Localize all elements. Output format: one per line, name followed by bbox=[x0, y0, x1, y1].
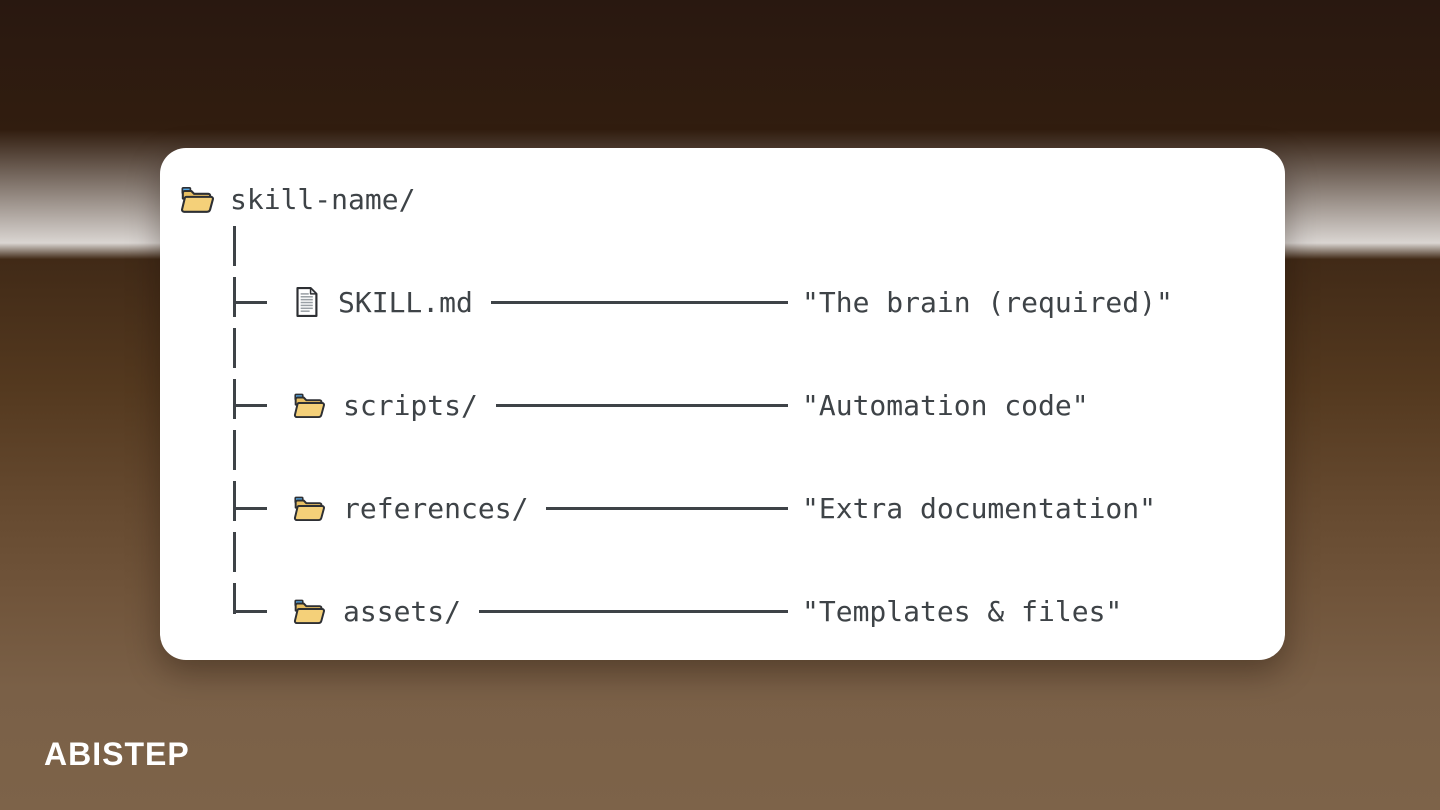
branch-connector bbox=[233, 403, 267, 407]
node-name: scripts/ bbox=[343, 388, 478, 422]
folder-icon bbox=[293, 598, 325, 625]
dash-line bbox=[479, 609, 788, 613]
tree-row-assets: assets/ "Templates & files" bbox=[233, 591, 1122, 631]
root-folder-name: skill-name/ bbox=[230, 182, 416, 216]
tree-row-left: SKILL.md bbox=[233, 285, 788, 319]
tree-row-references: references/ "Extra documentation" bbox=[233, 488, 1156, 528]
tree-card: skill-name/ bbox=[160, 148, 1285, 660]
tree-row-left: assets/ bbox=[233, 595, 788, 628]
tree-root-row: skill-name/ bbox=[180, 179, 415, 219]
branch-connector bbox=[233, 300, 267, 304]
tree-row-left: scripts/ bbox=[233, 389, 788, 422]
branch-connector bbox=[233, 609, 267, 613]
folder-icon bbox=[180, 185, 214, 214]
document-icon bbox=[293, 285, 320, 319]
abistep-logo: ABISTEP bbox=[44, 736, 190, 772]
tree-row-left: references/ bbox=[233, 492, 788, 525]
dash-line bbox=[546, 506, 788, 510]
tree-row-scripts: scripts/ "Automation code" bbox=[233, 385, 1089, 425]
node-annotation: "Extra documentation" bbox=[802, 491, 1157, 525]
node-annotation: "Automation code" bbox=[802, 388, 1089, 422]
file-tree-diagram: skill-name/ bbox=[160, 148, 1285, 660]
node-name: SKILL.md bbox=[338, 285, 473, 319]
branch-connector bbox=[233, 506, 267, 510]
node-name: assets/ bbox=[343, 594, 462, 628]
node-annotation: "Templates & files" bbox=[802, 594, 1123, 628]
dash-line bbox=[490, 300, 788, 304]
node-name: references/ bbox=[343, 491, 529, 525]
tree-row-skill-md: SKILL.md "The brain (required)" bbox=[233, 282, 1173, 322]
node-annotation: "The brain (required)" bbox=[802, 285, 1173, 319]
folder-icon bbox=[293, 495, 325, 522]
tree-trunk-line bbox=[233, 226, 236, 614]
folder-icon bbox=[293, 392, 325, 419]
dash-line bbox=[495, 403, 788, 407]
